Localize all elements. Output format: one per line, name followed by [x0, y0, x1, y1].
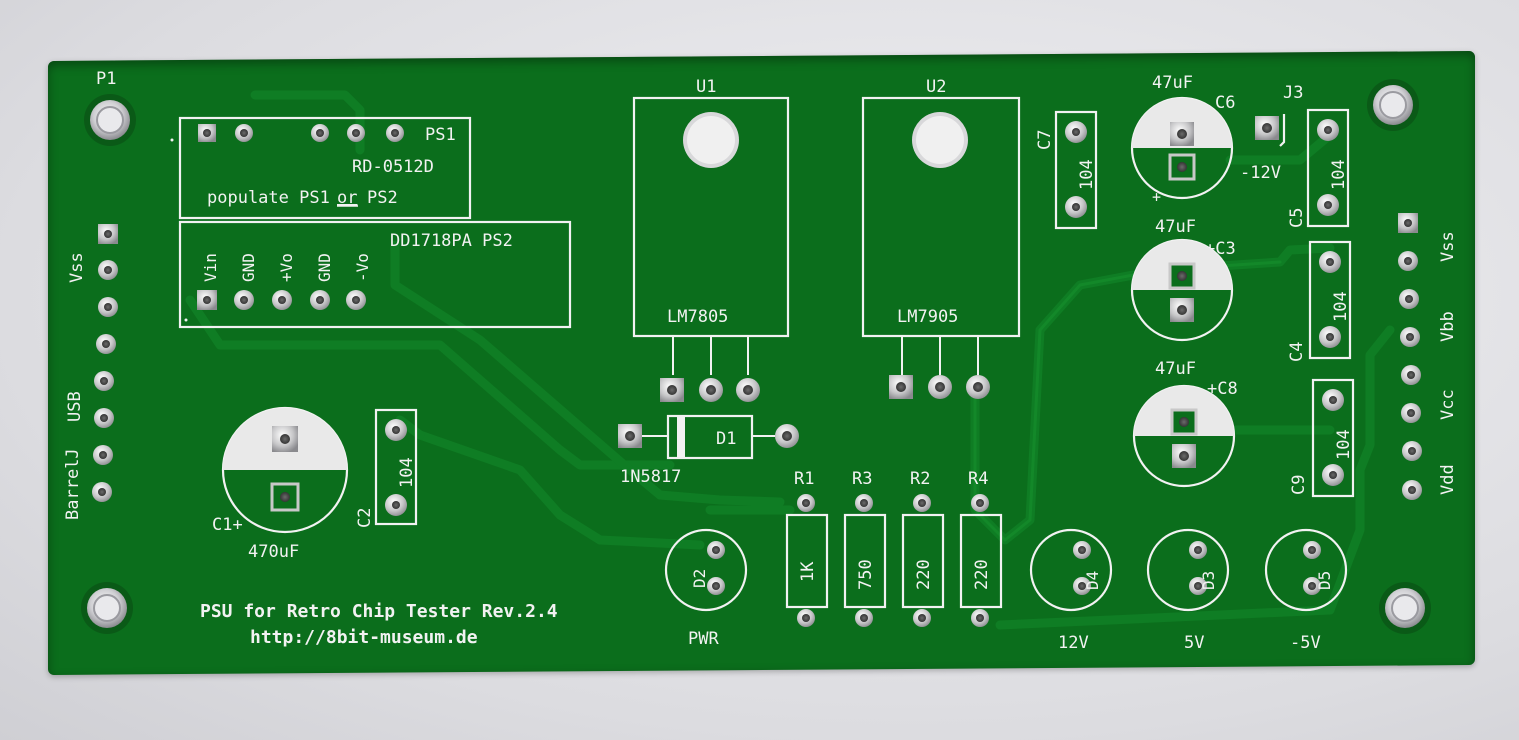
- label-rd0512d: RD-0512D: [352, 157, 434, 177]
- label-vss-left: Vss: [67, 252, 87, 283]
- u2-regulator-footprint: U2 LM7905: [861, 77, 1021, 399]
- led-footprints: D2 PWR D4 12V D3 5V D5 -5V: [664, 528, 1348, 653]
- ps2-footprint: DD1718PA PS2 Vin GND +Vo GND -Vo: [178, 220, 572, 329]
- label-gnd1: GND: [239, 253, 258, 282]
- label-populate-a: populate PS1: [207, 188, 330, 208]
- label-c6: C6: [1215, 93, 1235, 113]
- label-populate-b: PS2: [367, 188, 398, 208]
- label-d3: D3: [1199, 571, 1218, 590]
- label-c7-value: 104: [1077, 159, 1097, 190]
- j3-connector-footprint: J3 -12V: [1240, 83, 1303, 183]
- label-barrelj: BarrelJ: [63, 448, 83, 520]
- mounting-holes: [81, 79, 1431, 634]
- label-usb: USB: [65, 391, 85, 422]
- right-header: Vss Vbb Vcc Vdd: [1398, 213, 1458, 500]
- svg-text:+: +: [1152, 188, 1161, 206]
- label-dd1718pa: DD1718PA PS2: [390, 231, 513, 251]
- board-title: PSU for Retro Chip Tester Rev.2.4: [200, 601, 558, 622]
- label-minus5v: -5V: [1290, 633, 1321, 653]
- label-c5-value: 104: [1329, 159, 1349, 190]
- c7-capacitor-footprint: 104 C7: [1035, 110, 1098, 230]
- resistor-footprints: R1 1K R3 750 R2 220 R4 220: [785, 469, 1003, 627]
- c1-capacitor-footprint: C1+ 470uF: [212, 406, 349, 562]
- label-d5: D5: [1315, 571, 1334, 590]
- label-d1-value: 1N5817: [620, 467, 681, 487]
- label-c9-value: 104: [1334, 429, 1354, 460]
- u1-regulator-footprint: U1 LM7805: [632, 77, 790, 402]
- label-c8-value: 47uF: [1155, 359, 1196, 379]
- ps1-footprint: PS1 RD-0512D populate PS1 or PS2: [170, 116, 472, 220]
- label-d1: D1: [716, 429, 736, 449]
- c6-capacitor-footprint: 47uF C6 +: [1130, 73, 1235, 206]
- label-d2: D2: [690, 569, 709, 588]
- c5-capacitor-footprint: 104 C5: [1287, 108, 1350, 228]
- label-c7: C7: [1035, 130, 1055, 150]
- label-c4-value: 104: [1331, 291, 1351, 322]
- label-p1: P1: [96, 69, 116, 89]
- label-u1: U1: [696, 77, 716, 97]
- label-c2: C2: [355, 508, 375, 528]
- label-12v: 12V: [1058, 633, 1089, 653]
- label-c9: C9: [1289, 475, 1309, 495]
- label-vbb: Vbb: [1438, 311, 1458, 342]
- label-c5: C5: [1287, 208, 1307, 228]
- label-u2: U2: [926, 77, 946, 97]
- label-vo-plus: +Vo: [277, 253, 296, 282]
- label-r4-value: 220: [972, 559, 992, 590]
- c8-capacitor-footprint: 47uF +C8: [1132, 359, 1238, 488]
- label-r2: R2: [910, 469, 930, 489]
- label-vin: Vin: [201, 253, 220, 282]
- left-header: Vss USB BarrelJ: [63, 224, 118, 520]
- label-c1: C1+: [212, 515, 243, 535]
- label-pwr: PWR: [688, 629, 719, 649]
- c3-capacitor-footprint: 47uF +C3: [1130, 217, 1236, 342]
- board-url: http://8bit-museum.de: [250, 627, 478, 648]
- label-gnd2: GND: [315, 253, 334, 282]
- label-c6-value: 47uF: [1152, 73, 1193, 93]
- label-vcc: Vcc: [1438, 389, 1458, 420]
- label-c1-value: 470uF: [248, 542, 299, 562]
- label-u2-value: LM7905: [897, 307, 958, 327]
- label-c8: +C8: [1207, 379, 1238, 399]
- c9-capacitor-footprint: 104 C9: [1289, 378, 1355, 498]
- label-r2-value: 220: [914, 559, 934, 590]
- label-c2-value: 104: [397, 457, 417, 488]
- c2-capacitor-footprint: 104 C2: [355, 408, 418, 528]
- label-j3: J3: [1283, 83, 1303, 103]
- label-r3: R3: [852, 469, 872, 489]
- label-minus12v: -12V: [1240, 163, 1281, 183]
- label-5v: 5V: [1184, 633, 1204, 653]
- label-vdd: Vdd: [1438, 464, 1458, 495]
- label-ps1: PS1: [425, 125, 456, 145]
- d1-diode-footprint: D1 1N5817: [618, 414, 799, 487]
- label-r1: R1: [794, 469, 814, 489]
- label-c4: C4: [1287, 342, 1307, 362]
- label-r3-value: 750: [856, 559, 876, 590]
- label-d4: D4: [1083, 571, 1102, 590]
- label-u1-value: LM7805: [667, 307, 728, 327]
- c4-capacitor-footprint: 104 C4: [1287, 240, 1352, 362]
- label-r1-value: 1K: [798, 561, 818, 582]
- label-vo-minus: -Vo: [353, 253, 372, 282]
- label-populate-or: or: [337, 188, 357, 208]
- label-vss-right: Vss: [1438, 231, 1458, 262]
- label-c3-value: 47uF: [1155, 217, 1196, 237]
- label-r4: R4: [968, 469, 988, 489]
